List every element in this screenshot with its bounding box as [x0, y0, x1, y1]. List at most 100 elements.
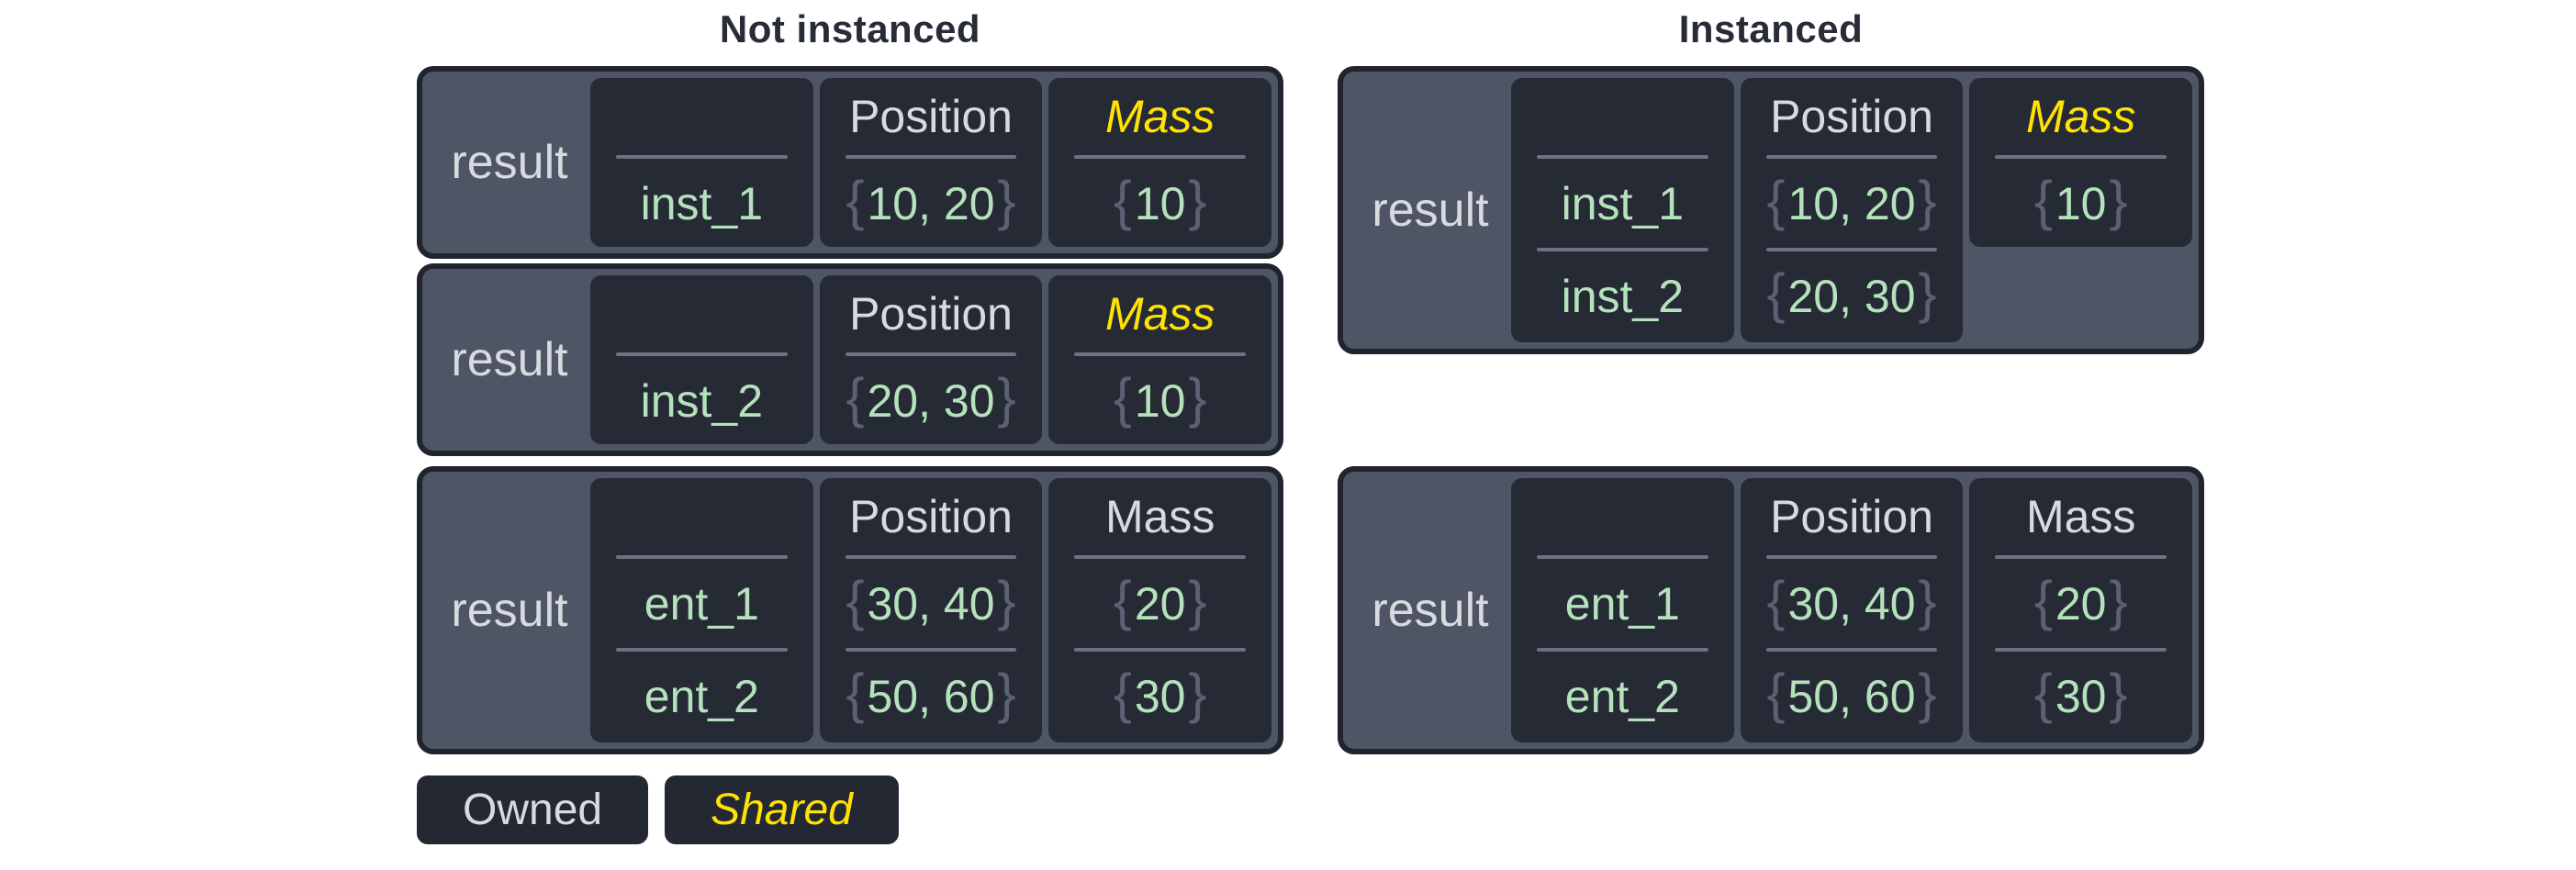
- mass-column: Mass {10}: [1048, 78, 1272, 248]
- row-divider: [1074, 155, 1247, 159]
- row-divider: [1537, 155, 1708, 159]
- open-brace: {: [1113, 366, 1132, 429]
- mass-value: {20}: [1048, 559, 1271, 648]
- result-table: ent_1 ent_2 Position {30, 40} {50, 60} M…: [1511, 478, 2193, 742]
- mass-value-text: 30: [1134, 670, 1186, 722]
- name-column-header: [590, 478, 813, 555]
- result-table: inst_1 inst_2 Position {10, 20} {20, 30}…: [1511, 78, 2193, 342]
- close-brace: }: [1188, 569, 1207, 631]
- row-divider: [1765, 648, 1938, 652]
- position-value: {20, 30}: [820, 356, 1043, 445]
- position-column: Position {10, 20}: [819, 78, 1043, 248]
- row-divider: [1074, 648, 1247, 652]
- open-brace: {: [1766, 569, 1786, 631]
- open-brace: {: [1113, 662, 1132, 724]
- row-divider: [616, 648, 788, 652]
- row-divider: [616, 155, 788, 159]
- section-instanced: Instanced result inst_1 inst_2 Position …: [1338, 0, 2204, 870]
- open-brace: {: [2033, 169, 2053, 231]
- position-value-text: 50, 60: [867, 670, 995, 722]
- name-column-header: [1511, 78, 1734, 155]
- name-column-header: [590, 275, 813, 352]
- legend: Owned Shared: [417, 775, 899, 844]
- row-divider: [845, 555, 1017, 559]
- position-column-header: Position: [849, 491, 1013, 542]
- close-brace: }: [2109, 569, 2128, 631]
- close-brace: }: [1918, 662, 1937, 724]
- row-divider: [845, 648, 1017, 652]
- mass-column: Mass {10}: [1048, 275, 1272, 445]
- result-label: result: [451, 584, 568, 637]
- row-divider: [1537, 248, 1708, 251]
- row-divider: [1995, 555, 2167, 559]
- name-column: ent_1 ent_2: [590, 478, 813, 742]
- row-divider: [1995, 155, 2167, 159]
- result-box-entities: result ent_1 ent_2 Position {30, 40} {50…: [417, 466, 1283, 754]
- mass-value: {30}: [1969, 652, 2192, 741]
- close-brace: }: [1188, 169, 1207, 231]
- close-brace: }: [1918, 569, 1937, 631]
- open-brace: {: [1113, 569, 1132, 631]
- result-table: inst_1 Position {10, 20} Mass {10}: [590, 78, 1272, 248]
- position-value-text: 30, 40: [867, 577, 995, 630]
- entity-name: ent_2: [1564, 670, 1680, 722]
- open-brace: {: [1766, 662, 1786, 724]
- position-value: {10, 20}: [820, 159, 1043, 248]
- row-divider: [616, 555, 788, 559]
- position-column: Position {30, 40} {50, 60}: [1740, 478, 1964, 742]
- name-column: inst_1 inst_2: [1511, 78, 1734, 342]
- position-value-text: 20, 30: [1787, 270, 1916, 322]
- result-table: inst_2 Position {20, 30} Mass {10}: [590, 275, 1272, 445]
- legend-owned: Owned: [417, 775, 649, 844]
- result-table: ent_1 ent_2 Position {30, 40} {50, 60} M…: [590, 478, 1272, 742]
- entity-name: inst_1: [1561, 177, 1685, 229]
- position-column: Position {30, 40} {50, 60}: [819, 478, 1043, 742]
- mass-column-header: Mass: [1104, 288, 1215, 340]
- entity-name: ent_1: [644, 577, 759, 630]
- close-brace: }: [997, 662, 1016, 724]
- close-brace: }: [1188, 366, 1207, 429]
- open-brace: {: [1113, 169, 1132, 231]
- mass-value: {10}: [1048, 356, 1271, 445]
- result-label: result: [451, 333, 568, 386]
- mass-column: Mass {20} {30}: [1969, 478, 2193, 742]
- section-title: Not instanced: [719, 7, 981, 50]
- mass-value: {10}: [1969, 159, 2192, 248]
- position-value: {10, 20}: [1741, 159, 1964, 248]
- position-column-header: Position: [849, 288, 1013, 340]
- section-title: Instanced: [1678, 7, 1864, 50]
- result-label: result: [451, 136, 568, 189]
- close-brace: }: [1918, 262, 1937, 324]
- position-column-header: Position: [1770, 491, 1933, 542]
- open-brace: {: [1766, 169, 1786, 231]
- row-divider: [845, 155, 1017, 159]
- mass-value-text: 10: [2055, 177, 2107, 229]
- legend-shared: Shared: [665, 775, 899, 844]
- row-divider: [1995, 648, 2167, 652]
- position-value-text: 30, 40: [1787, 577, 1916, 630]
- mass-value: {10}: [1048, 159, 1271, 248]
- mass-value-text: 30: [2055, 670, 2107, 722]
- entity-name: ent_2: [644, 670, 759, 722]
- close-brace: }: [1918, 169, 1937, 231]
- entity-name: ent_1: [1564, 577, 1680, 630]
- mass-value: {30}: [1048, 652, 1271, 741]
- position-value-text: 50, 60: [1787, 670, 1916, 722]
- row-divider: [1537, 555, 1708, 559]
- name-column-header: [590, 78, 813, 155]
- close-brace: }: [2109, 169, 2128, 231]
- name-column-header: [1511, 478, 1734, 555]
- mass-value: {20}: [1969, 559, 2192, 648]
- result-box-instances: result inst_1 inst_2 Position {10, 20} {…: [1338, 66, 2204, 354]
- mass-column-header: Mass: [1104, 91, 1215, 142]
- mass-column-header: Mass: [1104, 491, 1215, 542]
- mass-column-shared: Mass {10}: [1969, 78, 2193, 248]
- close-brace: }: [2109, 662, 2128, 724]
- result-box-inst2: result inst_2 Position {20, 30} Mass {10…: [417, 263, 1283, 456]
- row-divider: [1765, 248, 1938, 251]
- mass-value-text: 10: [1134, 177, 1186, 229]
- open-brace: {: [846, 366, 865, 429]
- position-value-text: 10, 20: [1787, 177, 1916, 229]
- position-column-header: Position: [849, 91, 1013, 142]
